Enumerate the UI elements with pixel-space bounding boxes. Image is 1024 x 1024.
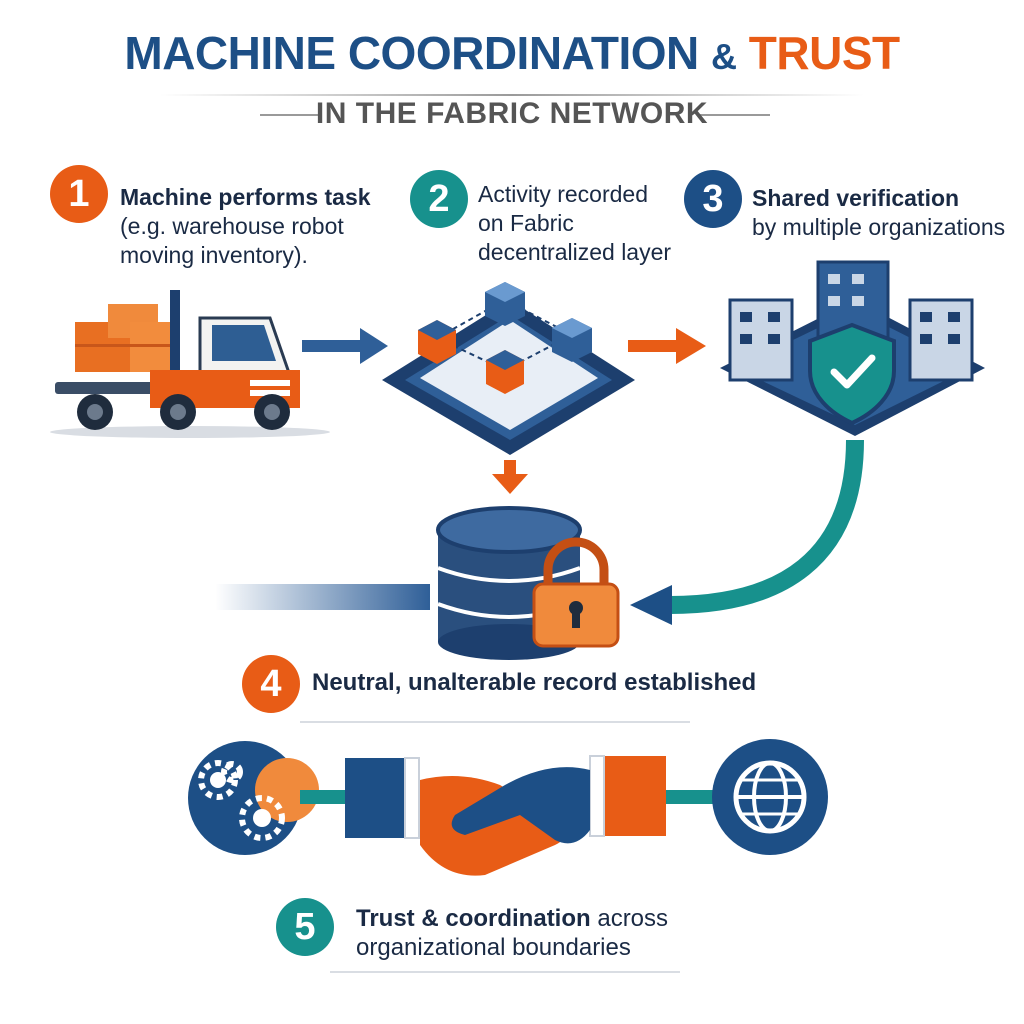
incoming-data-bar <box>215 584 430 610</box>
handshake-icon <box>345 755 666 876</box>
subtitle-rule-right <box>700 114 770 116</box>
page-title: MACHINE COORDINATION & TRUST <box>0 30 1024 76</box>
step-3-text: Shared verification by multiple organiza… <box>752 184 1005 242</box>
title-divider <box>160 94 864 96</box>
step-1-line1: (e.g. warehouse robot <box>120 213 344 239</box>
step-5-heading-rest: across <box>590 905 669 932</box>
step-5-heading: Trust & coordination <box>356 905 591 932</box>
step-2-badge: 2 <box>410 170 468 228</box>
arrow-step2-to-step3 <box>628 328 706 364</box>
globe-icon <box>712 739 828 855</box>
step-2-line2: on Fabric <box>478 210 574 236</box>
step-2-text: Activity recorded on Fabric decentralize… <box>478 180 671 267</box>
arrow-verification-to-record <box>630 439 864 625</box>
arrow-down-to-database <box>492 460 528 494</box>
step-2-line3: decentralized layer <box>478 239 672 265</box>
connector-right <box>662 790 722 804</box>
step-1-line2: moving inventory). <box>120 242 308 268</box>
step-3-heading: Shared verification <box>752 185 960 211</box>
arrow-step1-to-step2 <box>302 328 388 364</box>
step-2-line1: Activity recorded <box>478 181 649 207</box>
step-3-line1: by multiple organizations <box>752 214 1006 240</box>
title-part1: MACHINE COORDINATION <box>124 27 699 79</box>
blockchain-network-icon <box>382 282 635 455</box>
database-lock-icon <box>436 506 620 660</box>
title-part2: TRUST <box>748 27 900 79</box>
step-5-heading-line: Trust & coordination across <box>356 904 668 933</box>
page-subtitle: IN THE FABRIC NETWORK <box>315 97 709 130</box>
step-1-heading: Machine performs task <box>120 184 371 210</box>
gears-icon <box>188 741 319 855</box>
step-5-badge: 5 <box>276 898 334 956</box>
step-1-text: Machine performs task (e.g. warehouse ro… <box>120 183 371 270</box>
step-4-text: Neutral, unalterable record established <box>312 668 756 697</box>
step-5-text: Trust & coordination across organization… <box>356 904 668 962</box>
buildings-shield-icon <box>720 260 985 436</box>
subtitle-rule-left <box>260 114 320 116</box>
title-ampersand: & <box>711 36 737 77</box>
step-1-badge: 1 <box>50 165 108 223</box>
step-4-badge: 4 <box>242 655 300 713</box>
step-3-badge: 3 <box>684 170 742 228</box>
step-4-heading: Neutral, unalterable record established <box>312 669 757 696</box>
forklift-icon <box>50 290 330 438</box>
step-5-line1: organizational boundaries <box>356 934 631 961</box>
